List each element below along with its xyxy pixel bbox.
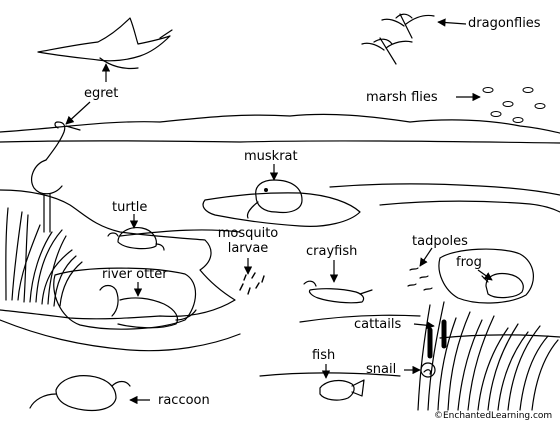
standing-egret: [31, 121, 81, 233]
label-muskrat: muskrat: [244, 149, 298, 164]
frog-rock: [438, 248, 534, 304]
label-fish: fish: [312, 348, 336, 363]
far-shore-line: [0, 140, 560, 144]
arrow-egret-standing: [65, 101, 91, 125]
reeds-left: [5, 207, 83, 307]
label-tadpoles: tadpoles: [412, 234, 468, 249]
reeds-right: [417, 301, 559, 411]
right-bank-lower: [379, 200, 560, 213]
label-cattails: cattails: [354, 317, 402, 332]
crayfish-figure: [303, 280, 373, 304]
otter-rock: [53, 267, 197, 330]
credit-text: ©EnchantedLearning.com: [434, 411, 553, 421]
fish-figure: [319, 379, 365, 401]
arrow-dragonflies: [437, 18, 467, 27]
arrow-cattails: [413, 321, 435, 330]
right-bank-upper: [329, 183, 560, 196]
flying-egret: [37, 17, 173, 70]
arrow-tadpoles: [419, 247, 433, 267]
label-marsh-flies: marsh flies: [366, 90, 438, 105]
left-bank: [0, 189, 236, 320]
marsh-flies-group: [482, 87, 546, 123]
lower-right-shore: [299, 314, 421, 323]
lower-ripple: [439, 334, 560, 339]
label-mosquito-larvae: mosquito larvae: [210, 226, 286, 256]
water-ripple-1: [119, 229, 241, 237]
label-crayfish: crayfish: [306, 244, 358, 259]
river-otter-figure: [99, 284, 197, 329]
horizon-hills: [0, 113, 560, 134]
label-turtle: turtle: [112, 200, 148, 215]
dragonflies-group: [361, 13, 435, 65]
label-frog: frog: [456, 255, 482, 270]
center-bank: [202, 192, 361, 227]
lower-left-shore: [0, 319, 241, 352]
mosquito-larvae-group: [239, 272, 265, 295]
label-mosquito-line2: larvae: [227, 241, 269, 256]
arrow-frog: [477, 269, 493, 281]
raccoon-figure: [29, 375, 131, 412]
snail-figure: [420, 362, 436, 378]
tadpoles-group: [407, 267, 433, 291]
label-dragonflies: dragonflies: [468, 16, 541, 31]
label-egret: egret: [84, 86, 119, 101]
label-raccoon: raccoon: [158, 393, 210, 408]
turtle-figure: [107, 227, 165, 251]
muskrat-figure: [246, 179, 303, 219]
label-river-otter: river otter: [102, 267, 168, 282]
label-snail: snail: [366, 362, 397, 377]
label-mosquito-line1: mosquito: [217, 226, 279, 241]
